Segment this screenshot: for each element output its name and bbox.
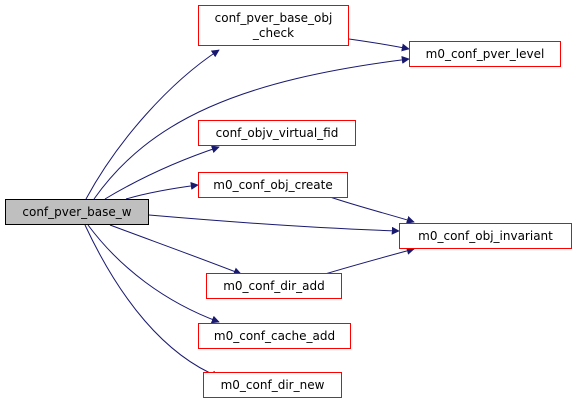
node-box [399,223,572,249]
node-label: m0_conf_dir_add [223,279,325,293]
node-box [198,120,356,146]
node-label-line2: _check [252,26,294,40]
node-box [198,172,348,198]
node-label: conf_pver_base_w [22,205,131,219]
edge-root-to-cacheadd [87,224,220,324]
edge-root-to-check [85,49,220,200]
node-conf-pver-base-w[interactable]: conf_pver_base_w [5,199,149,225]
edge-root-to-dirnew [84,224,220,378]
node-label: m0_conf_dir_new [221,378,325,392]
node-box [203,372,342,398]
node-m0-conf-obj-create[interactable]: m0_conf_obj_create [198,172,348,198]
node-label: conf_objv_virtual_fid [216,126,339,140]
node-m0-conf-dir-add[interactable]: m0_conf_dir_add [206,273,342,299]
node-m0-conf-pver-level[interactable]: m0_conf_pver_level [409,41,561,67]
node-box [198,323,351,349]
node-conf-pver-base-obj-check[interactable]: conf_pver_base_obj _check [198,5,349,46]
edge-diradd-to-invariant [324,247,415,275]
edge-check-to-level [348,38,410,52]
edge-root-to-level [93,55,410,200]
edge-root-to-create [125,181,199,200]
node-conf-objv-virtual-fid[interactable]: conf_objv_virtual_fid [198,120,356,146]
node-m0-conf-cache-add[interactable]: m0_conf_cache_add [198,323,351,349]
edge-create-to-invariant [329,196,415,224]
node-label-line1: conf_pver_base_obj [215,11,333,25]
edges [84,38,415,378]
node-box [409,41,561,67]
nodes: conf_pver_base_w conf_pver_base_obj _che… [5,5,572,398]
edge-root-to-diradd [109,224,242,276]
node-box [198,5,349,46]
node-label: m0_conf_obj_create [213,178,332,192]
node-m0-conf-obj-invariant[interactable]: m0_conf_obj_invariant [399,223,572,249]
node-label: m0_conf_pver_level [426,47,545,61]
edge-root-to-fid [104,145,220,200]
node-m0-conf-dir-new[interactable]: m0_conf_dir_new [203,372,342,398]
edge-root-to-invariant [148,214,400,235]
node-label: m0_conf_obj_invariant [418,229,553,243]
node-label: m0_conf_cache_add [214,329,335,343]
node-box [5,199,149,225]
node-box [206,273,342,299]
